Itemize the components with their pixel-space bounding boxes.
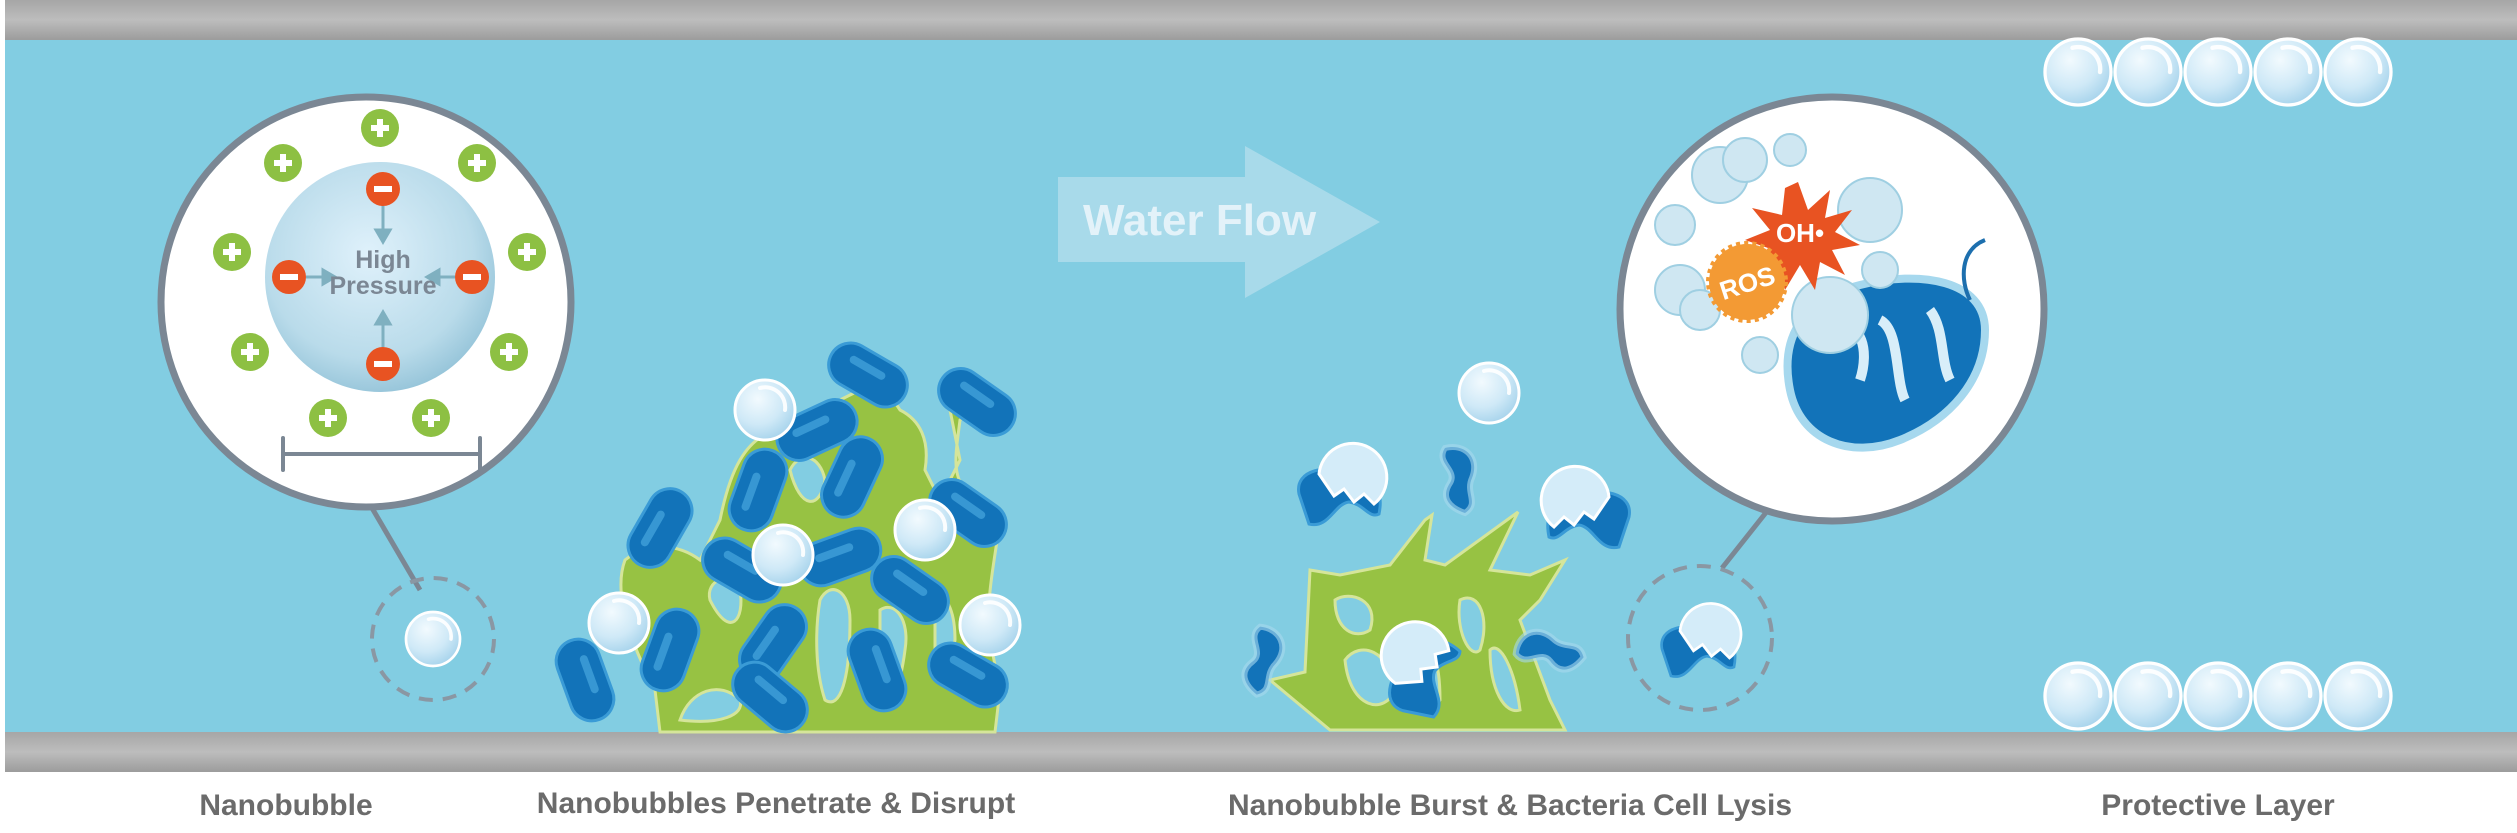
nanobubble [2045,39,2111,105]
arrow-right-icon [1058,146,1380,298]
ros-badge: ROS [1706,241,1788,323]
nanobubble [404,610,462,668]
plus-icon [264,144,302,182]
nanobubble [2325,663,2391,729]
plus-icon [458,144,496,182]
positive-charges [213,109,546,437]
plus-icon [231,333,269,371]
scale-bar [281,436,482,472]
minus-icon [366,172,400,206]
nanobubble [1457,361,1521,425]
nanobubble [2115,663,2181,729]
negative-charges [272,172,489,381]
minus-icon [366,347,400,381]
high-label: High [355,246,411,274]
nanobubble [733,378,797,442]
stage-label-burst-lysis: Nanobubble Burst & Bacteria Cell Lysis [1228,789,1792,822]
bottom-pipe-wall [5,732,2517,772]
dashed-highlight-circle [1626,564,1774,712]
dashed-highlight-circle [370,576,496,702]
biofilm-penetration-stage [548,333,1026,743]
water-flow-label: Water Flow [1083,196,1317,245]
minus-icon [455,260,489,294]
nanobubble [587,591,651,655]
plus-icon [412,399,450,437]
nanobubble [893,498,957,562]
burst-lysis-stage: OH• ROS [1236,93,2048,732]
oh-label: OH• [1776,218,1824,248]
nanobubble [958,593,1022,657]
plus-icon [213,233,251,271]
nanobubble-stage: High Pressure [157,93,575,702]
nanobubble [751,523,815,587]
nanobubble [2045,663,2111,729]
plus-icon [508,233,546,271]
minus-icon [272,260,306,294]
nanobubble-magnified [265,162,495,392]
plus-icon [309,399,347,437]
nanobubble [2185,663,2251,729]
protective-layer-top [2045,39,2391,105]
pressure-arrows [306,206,455,347]
stage-label-nanobubble: Nanobubble [199,789,372,822]
stage-label-penetrate-disrupt: Nanobubbles Penetrate & Disrupt [537,787,1015,820]
stage-label-protective-layer: Protective Layer [2101,789,2335,822]
plus-icon [490,333,528,371]
bubble-burst-cloud [1654,133,1903,374]
protective-layer-bottom [2045,663,2391,729]
water-flow-arrow: Water Flow [1058,146,1380,298]
nanobubble [2185,39,2251,105]
plus-icon [361,109,399,147]
nanobubble [2325,39,2391,105]
pressure-label: Pressure [329,272,436,300]
connector-line [369,506,423,592]
top-pipe-wall [5,0,2517,40]
nanobubble [2115,39,2181,105]
connector-line [1720,508,1770,570]
nanobubble [2255,663,2321,729]
nanobubble [2255,39,2321,105]
